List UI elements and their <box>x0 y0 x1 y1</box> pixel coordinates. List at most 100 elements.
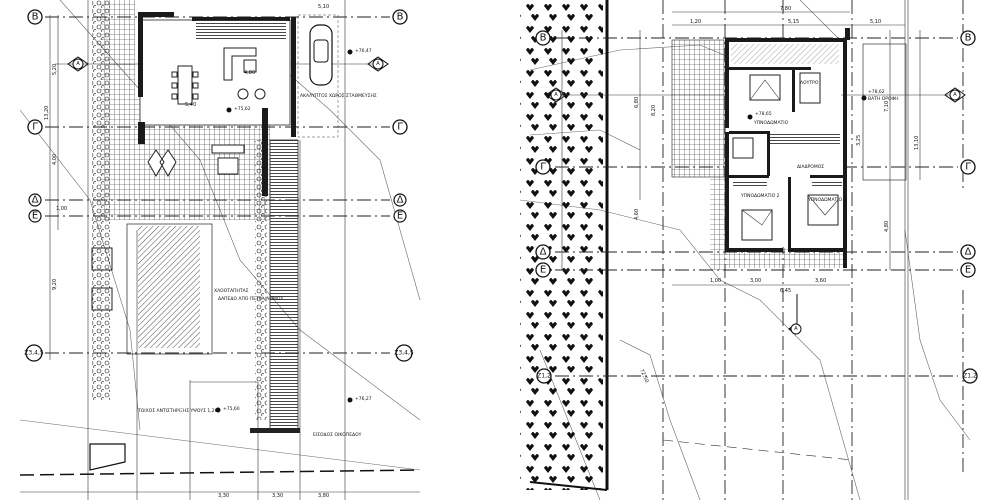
section-marker-icon: Α Α Α <box>545 87 966 335</box>
lawn-label: ΧΛΟΟΤΑΠΗΤΑΣ <box>214 288 249 294</box>
wardrobe <box>770 134 840 146</box>
drawing-annotation: 5,10 <box>870 19 881 25</box>
drawing-annotation: 4,60 <box>634 209 640 220</box>
drawing-annotation: Β <box>540 33 547 44</box>
balcony-paving <box>710 175 728 270</box>
wardrobe <box>812 180 842 188</box>
axis-label: Ε <box>397 211 403 222</box>
boundary-wall <box>529 481 608 491</box>
drawing-annotation: Α <box>376 61 380 67</box>
drawing-annotation: ΛΟΥΤΡΟ <box>800 80 819 86</box>
entrance-wall <box>190 381 259 500</box>
roof-terrace <box>862 43 907 181</box>
axis-label: Β <box>32 12 39 23</box>
car-outline-icons <box>91 247 113 311</box>
drawing-annotation: 8,20 <box>651 105 657 116</box>
drawing-annotation: 1,00 <box>710 278 721 284</box>
drawing-annotation: Α <box>76 61 80 67</box>
planting-bed <box>255 140 267 420</box>
lawn-area <box>126 223 213 355</box>
drawing-annotation: 5,15 <box>788 19 799 25</box>
drawing-annotation: 3,80 <box>318 493 329 499</box>
drawing-annotation: 4,00 <box>52 154 58 165</box>
drawing-annotation: Ε <box>965 265 971 276</box>
bathroom-fixtures <box>732 137 754 159</box>
drawing-annotation: 5,40 <box>185 102 196 108</box>
dining-table-icon <box>171 65 199 105</box>
axis-label: Γ <box>32 122 38 133</box>
drawing-annotation: 13,10 <box>914 136 920 150</box>
ground-floor-plan: Β Β Γ Γ Δ Δ Ε Ε Ζ3,4,5 Ζ3,4,5 Α Α <box>19 0 421 500</box>
drawing-annotation: 1,00 <box>56 206 67 212</box>
drawing-annotation: +78,62 <box>868 89 885 95</box>
bathroom-fixtures <box>799 72 821 104</box>
drawing-annotation: +78,65 <box>755 111 772 117</box>
drawing-annotation: 1,20 <box>690 19 701 25</box>
axis-label: Ζ3,4,5 <box>394 350 414 357</box>
parking-area <box>297 14 339 138</box>
contour-label: 72,50 <box>638 368 649 384</box>
axis-label: Γ <box>397 122 403 133</box>
drawing-annotation: +76,27 <box>355 396 372 402</box>
drawing-annotation: +75,60 <box>223 406 240 412</box>
drawing-annotation: Δ <box>540 247 547 258</box>
dimension-texts: 7,80 5,15 5,10 1,20 6,80 8,20 13,10 3,25… <box>634 6 920 294</box>
dimension-lines <box>561 11 921 286</box>
drawing-annotation: 3,60 <box>815 278 826 284</box>
walls <box>725 28 850 268</box>
drawing-annotation: Ε <box>540 265 546 276</box>
drawing-annotation: Β <box>965 33 972 44</box>
first-floor-plan: 72,50 Β Β Γ Γ Δ Δ Ε <box>519 0 978 500</box>
property-line <box>19 469 421 476</box>
drawing-annotation: Α <box>953 92 957 98</box>
drawing-annotation: Δ <box>965 247 972 258</box>
drawing-annotation: Α <box>554 92 558 98</box>
drawing-annotation: ΔΙΑΔΡΟΜΟΣ <box>797 164 824 170</box>
drawing-annotation: 5,10 <box>318 4 329 10</box>
wardrobe <box>733 180 767 188</box>
balcony-paving <box>671 39 725 178</box>
drawing-annotation: 7,80 <box>780 6 791 12</box>
planting-strip <box>520 0 603 490</box>
axis-label: Β <box>397 12 404 23</box>
drawing-annotation: ΥΠΝΟΔΩΜΑΤΙΟ 2 <box>740 193 780 199</box>
stone-paving <box>138 226 200 348</box>
drawing-annotation: Γ <box>540 162 546 173</box>
room-labels: ΥΠΝΟΔΩΜΑΤΙΟ ΛΟΥΤΡΟ ΔΙΑΔΡΟΜΟΣ ΥΠΝΟΔΩΜΑΤΙΟ… <box>740 80 847 203</box>
parking-label: ΑΚΑΛΥΠΤΟΣ ΧΩΡΟΣ ΣΤΑΘΜΕΥΣΗΣ <box>300 93 377 99</box>
axis-label: Ε <box>32 211 38 222</box>
level-markers: +78,65 +78,62 <box>747 89 885 120</box>
drawing-annotation: 7,10 <box>884 101 890 112</box>
drawing-annotation: 3,25 <box>856 135 862 146</box>
paving-label: ΔΑΠΕΔΟ ΑΠΟ ΠΕΤΡΑ ΑΜΜΟΥ <box>218 296 283 302</box>
drawing-annotation: Ζ1,2 <box>537 373 551 380</box>
balcony-paving <box>725 248 845 268</box>
retaining-wall-label: ΤΟΙΧΟΣ ΑΝΤΙΣΤΗΡΙΞΗΣ ΥΨΟΥΣ 1,20 <box>137 408 218 414</box>
axis-label: Δ <box>397 195 404 206</box>
sofa-icon <box>223 47 266 100</box>
drawing-annotation: 6,80 <box>634 97 640 108</box>
side-paving <box>100 0 135 95</box>
drawing-annotation: 3,00 <box>750 278 761 284</box>
drawing-annotation: 13,20 <box>44 106 50 120</box>
drawing-annotation: 9,20 <box>52 279 58 290</box>
car-icon <box>309 24 333 86</box>
bin-enclosure <box>89 443 126 471</box>
grid-bubbles: Β Β Γ Γ Δ Δ Ε Ε Ζ3,4,5 Ζ3,4,5 Α Α <box>24 9 414 362</box>
drawing-annotation: 3,30 <box>272 493 283 499</box>
section-marker-icon: Α Α <box>67 56 389 72</box>
axis-label: Ζ3,4,5 <box>24 350 44 357</box>
roof-terrace-label: ΒΑΤΗ ΟΡΟΦΗ <box>868 96 898 102</box>
drawing-annotation: ΥΠΝΟΔΩΜΑΤΙΟ 3 <box>807 197 847 203</box>
staircase <box>196 20 286 40</box>
void-area <box>731 44 839 64</box>
retaining-wall <box>250 428 300 433</box>
ramp <box>269 139 299 431</box>
drawing-annotation: +76,47 <box>355 48 372 54</box>
drawing-annotation: 4,80 <box>884 221 890 232</box>
grid-bubbles: Β Β Γ Γ Δ Δ Ε Ε Ζ1,2 Ζ1,2 Α Α Α <box>535 30 978 384</box>
outdoor-furniture <box>147 144 245 178</box>
drawing-annotation: 4,80 <box>244 70 255 76</box>
drawing-annotation: 3,30 <box>218 493 229 499</box>
